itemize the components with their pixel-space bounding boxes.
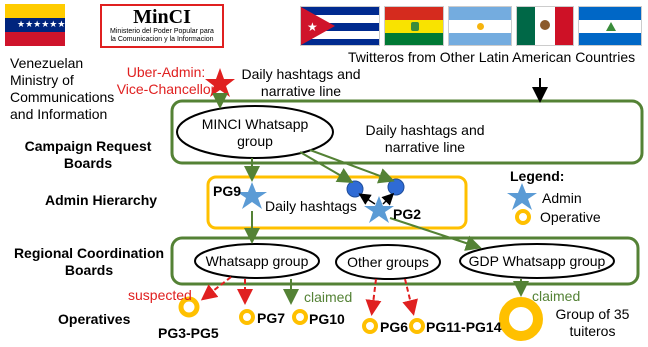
campaign-daily-hashtags: Daily hashtags and narrative line <box>355 122 495 156</box>
gdp-whatsapp-ellipse <box>459 243 615 279</box>
admin-dot-right <box>387 178 405 196</box>
operative-ring-pg11 <box>409 318 425 334</box>
logo-subtitle-1: Ministerio del Poder Popular para <box>110 28 214 35</box>
uber-admin-star <box>205 68 235 97</box>
legend-title: Legend: <box>510 168 565 184</box>
legend-operative-ring <box>515 209 531 225</box>
logo-subtitle-2: la Comunicacion y la Informacion <box>110 36 214 43</box>
whatsapp-group-ellipse <box>194 243 320 279</box>
twitteros-label: Twitteros from Other Latin American Coun… <box>348 49 636 65</box>
legend-operative-label: Operative <box>540 209 601 225</box>
admin-row-label: Admin Hierarchy <box>45 192 158 208</box>
admin-daily-hashtags: Daily hashtags <box>265 198 357 214</box>
daily-top-line-2: narrative line <box>260 83 342 99</box>
minci-group-label: MINCI Whatsapp group <box>185 116 325 150</box>
ministry-line-3: Communications <box>10 89 115 105</box>
legend-admin-star <box>507 183 537 210</box>
claimed-label-1: claimed <box>304 289 353 305</box>
daily-top-line-1: Daily hashtags and <box>241 66 361 82</box>
argentina-flag <box>448 6 512 46</box>
campaign-line-2: Boards <box>63 155 113 171</box>
pg6-label: PG6 <box>380 319 409 335</box>
uber-admin-label: Uber-Admin: Vice-Chancellor <box>110 64 222 98</box>
operative-ring-pg7 <box>239 309 255 325</box>
pg9-label: PG9 <box>213 183 242 199</box>
venezuela-ministry-label: Venezuelan Ministry of Communications an… <box>10 55 130 123</box>
group35-line-2: tuiteros <box>569 323 616 339</box>
regional-row-label: Regional Coordination Boards <box>8 245 170 279</box>
legend-admin-label: Admin <box>542 190 582 206</box>
mexico-flag <box>516 6 574 46</box>
ministry-line-1: Venezuelan <box>10 55 84 71</box>
regional-line-1: Regional Coordination <box>13 245 165 261</box>
operative-ring-pg6 <box>362 318 378 334</box>
minci-line-2: group <box>237 133 273 149</box>
daily-hashtags-top: Daily hashtags and narrative line <box>236 66 366 100</box>
minci-whatsapp-ellipse <box>176 105 334 159</box>
svg-text:★: ★ <box>307 20 318 34</box>
venezuela-flag: ★★★★★★★★ <box>5 4 82 46</box>
group35-line-1: Group of 35 <box>555 306 630 322</box>
logo-title: MinCI <box>133 6 191 28</box>
pg2-label: PG2 <box>393 206 422 222</box>
pg9-admin-star <box>237 182 267 209</box>
suspected-label: suspected <box>128 287 192 303</box>
regional-boards-box <box>170 236 640 286</box>
pg2-admin-star <box>364 196 394 223</box>
admin-dot-left <box>346 180 364 198</box>
minci-logo: MinCI Ministerio del Poder Popular para … <box>100 4 224 48</box>
campaign-text-line-1: Daily hashtags and <box>365 122 485 138</box>
group-35-label: Group of 35 tuiteros <box>545 306 640 340</box>
uber-admin-line-1: Uber-Admin: <box>126 64 206 80</box>
regional-line-2: Boards <box>64 262 114 278</box>
bolivia-flag <box>384 6 444 46</box>
uber-admin-line-2: Vice-Chancellor <box>116 81 216 97</box>
campaign-row-label: Campaign Request Boards <box>8 138 168 172</box>
operatives-row-label: Operatives <box>58 311 131 327</box>
operative-ring-pg10 <box>292 309 308 325</box>
other-groups-label: Other groups <box>347 254 429 270</box>
campaign-text-line-2: narrative line <box>384 139 466 155</box>
whatsapp-group-label: Whatsapp group <box>205 253 309 269</box>
pg7-label: PG7 <box>257 310 286 326</box>
cuba-flag: ★ <box>300 6 380 46</box>
ministry-line-2: Ministry of <box>10 72 74 88</box>
pg3-pg5-label: PG3-PG5 <box>158 325 219 341</box>
claimed-label-2: claimed <box>532 288 581 304</box>
operative-ring-pg3 <box>178 296 200 318</box>
operative-ring-35 <box>499 297 543 341</box>
gdp-whatsapp-label: GDP Whatsapp group <box>468 253 606 269</box>
ministry-line-4: and Information <box>10 106 108 122</box>
pg11-pg14-label: PG11-PG14 <box>426 319 502 335</box>
campaign-line-1: Campaign Request <box>24 138 152 154</box>
pg10-label: PG10 <box>309 311 345 327</box>
minci-line-1: MINCI Whatsapp <box>201 116 309 132</box>
other-groups-ellipse <box>335 244 441 280</box>
nicaragua-flag <box>578 6 642 46</box>
campaign-request-box <box>170 99 644 165</box>
